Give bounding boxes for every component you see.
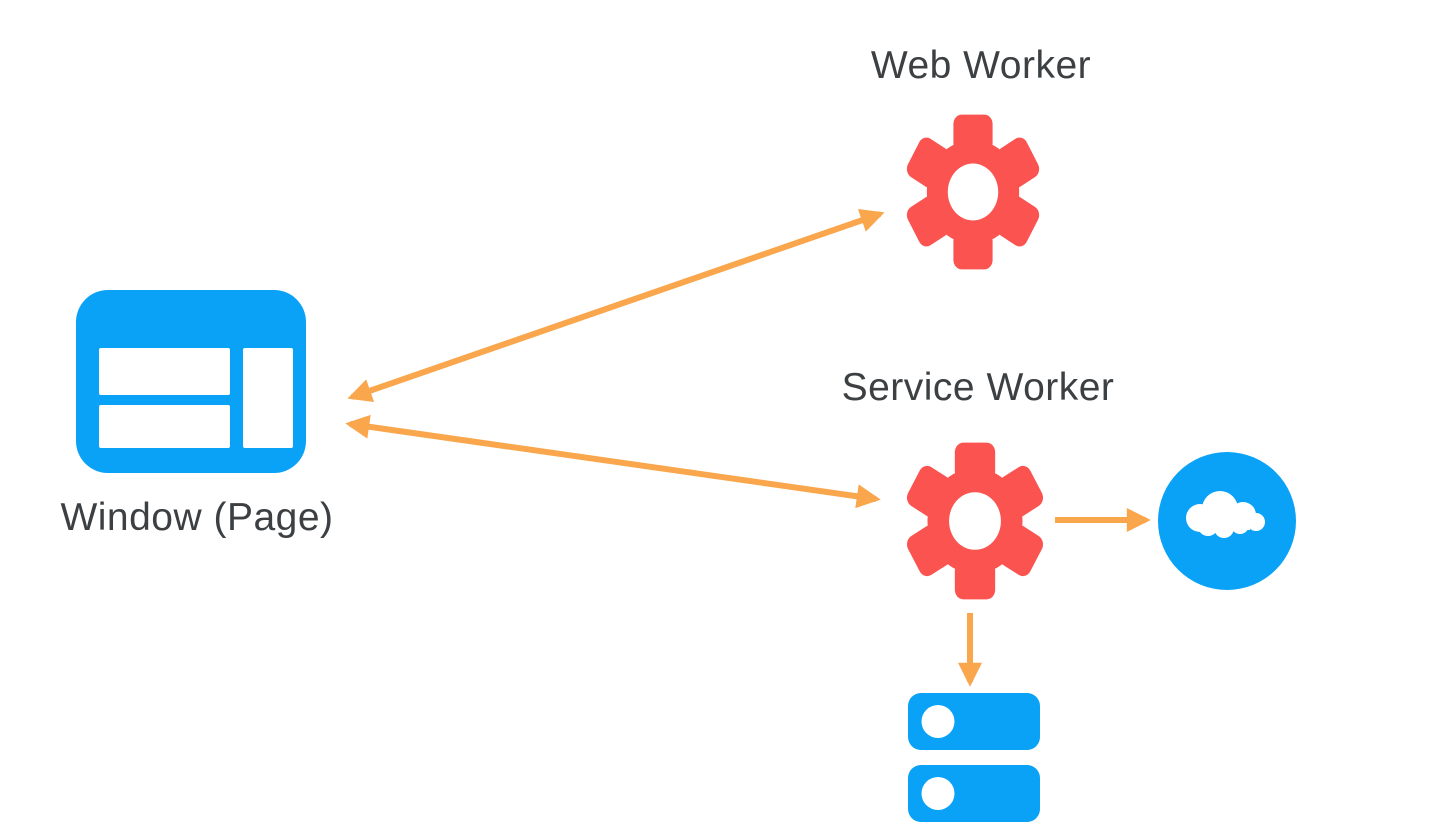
database-icon bbox=[908, 693, 1040, 823]
service-worker-gear-icon bbox=[903, 441, 1047, 601]
service-worker-label: Service Worker bbox=[841, 366, 1115, 409]
web-worker-label: Web Worker bbox=[870, 44, 1092, 87]
web-worker-gear-icon bbox=[903, 113, 1043, 271]
window-page-label: Window (Page) bbox=[60, 496, 334, 539]
browser-window-icon bbox=[76, 290, 306, 473]
edge-window-serviceworker bbox=[345, 414, 881, 509]
cloud-icon bbox=[1158, 452, 1296, 590]
